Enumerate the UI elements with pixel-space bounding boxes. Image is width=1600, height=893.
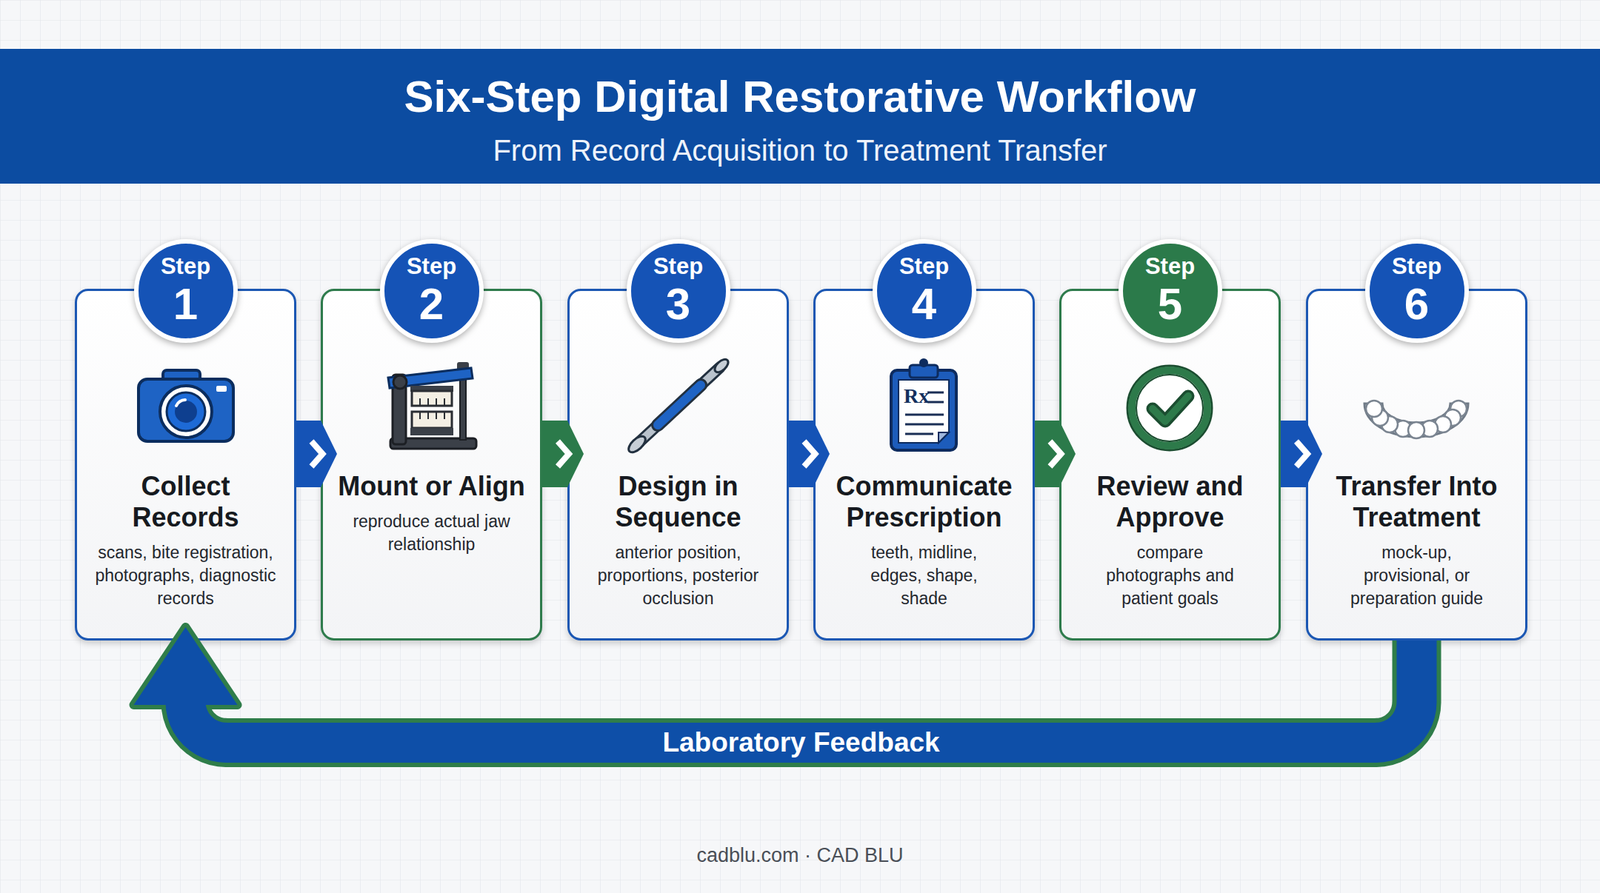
step-title: Communicate Prescription bbox=[815, 471, 1033, 534]
step-title: Transfer Into Treatment bbox=[1308, 471, 1526, 534]
subtitle: From Record Acquisition to Treatment Tra… bbox=[0, 132, 1600, 169]
step-description: reproduce actual jaw relationship bbox=[351, 510, 512, 557]
step-number: 6 bbox=[1404, 282, 1429, 327]
step-card: Review and Approve compare photographs an… bbox=[1059, 288, 1281, 641]
step-card: Design in Sequence anterior position, pro… bbox=[567, 288, 789, 641]
step-badge: Step3 bbox=[625, 237, 732, 345]
step-card: Mount or Align reproduce actual jaw relat… bbox=[320, 288, 543, 641]
step-badge: Step4 bbox=[871, 237, 978, 345]
badge-fill bbox=[136, 241, 236, 341]
step-card: Collect Records scans, bite registration,… bbox=[74, 288, 297, 641]
step-card: Transfer Into Treatment mock-up, provisio… bbox=[1305, 288, 1528, 641]
page-title: Six-Step Digital Restorative Workflow bbox=[0, 70, 1600, 124]
step-title: Design in Sequence bbox=[569, 471, 787, 534]
badge-fill bbox=[874, 241, 975, 341]
badge-fill bbox=[382, 241, 482, 341]
step-badge: Step2 bbox=[378, 237, 486, 345]
step-description: mock-up, provisional, or preparation gui… bbox=[1339, 541, 1495, 611]
step-number: 1 bbox=[173, 282, 198, 327]
step-description: compare photographs and patient goals bbox=[1096, 541, 1245, 611]
step-number: 2 bbox=[419, 282, 444, 327]
step-badge: Step5 bbox=[1117, 237, 1224, 345]
badge-fill bbox=[1120, 241, 1220, 341]
step-badge: Step6 bbox=[1363, 237, 1471, 345]
step-word: Step bbox=[1145, 254, 1195, 280]
step-badge: Step1 bbox=[132, 237, 240, 345]
badge-fill bbox=[628, 241, 729, 341]
step-card: Communicate Prescription teeth, midline, … bbox=[813, 288, 1035, 641]
step-word: Step bbox=[160, 254, 211, 280]
badge-fill bbox=[1367, 241, 1467, 341]
step-title: Mount or Align bbox=[330, 471, 533, 503]
step-word: Step bbox=[406, 254, 457, 280]
step-description: anterior position, proportions, posterio… bbox=[591, 541, 766, 611]
step-number: 3 bbox=[665, 282, 691, 327]
footer-credit: cadblu.com · CAD BLU bbox=[0, 843, 1600, 868]
step-number: 4 bbox=[911, 282, 937, 327]
step-word: Step bbox=[653, 254, 703, 280]
step-word: Step bbox=[899, 254, 949, 280]
step-word: Step bbox=[1391, 254, 1442, 280]
edge-label: Laboratory Feedback bbox=[662, 726, 940, 760]
prescription-symbol: Rx bbox=[903, 385, 929, 408]
step-number: 5 bbox=[1157, 282, 1183, 327]
step-title: Collect Records bbox=[77, 471, 295, 534]
step-description: scans, bite registration, photographs, d… bbox=[80, 541, 292, 611]
feedback-arrow bbox=[134, 627, 1418, 743]
step-title: Review and Approve bbox=[1061, 471, 1279, 534]
step-description: teeth, midline, edges, shape, shade bbox=[850, 541, 999, 611]
header-band bbox=[0, 48, 1600, 184]
